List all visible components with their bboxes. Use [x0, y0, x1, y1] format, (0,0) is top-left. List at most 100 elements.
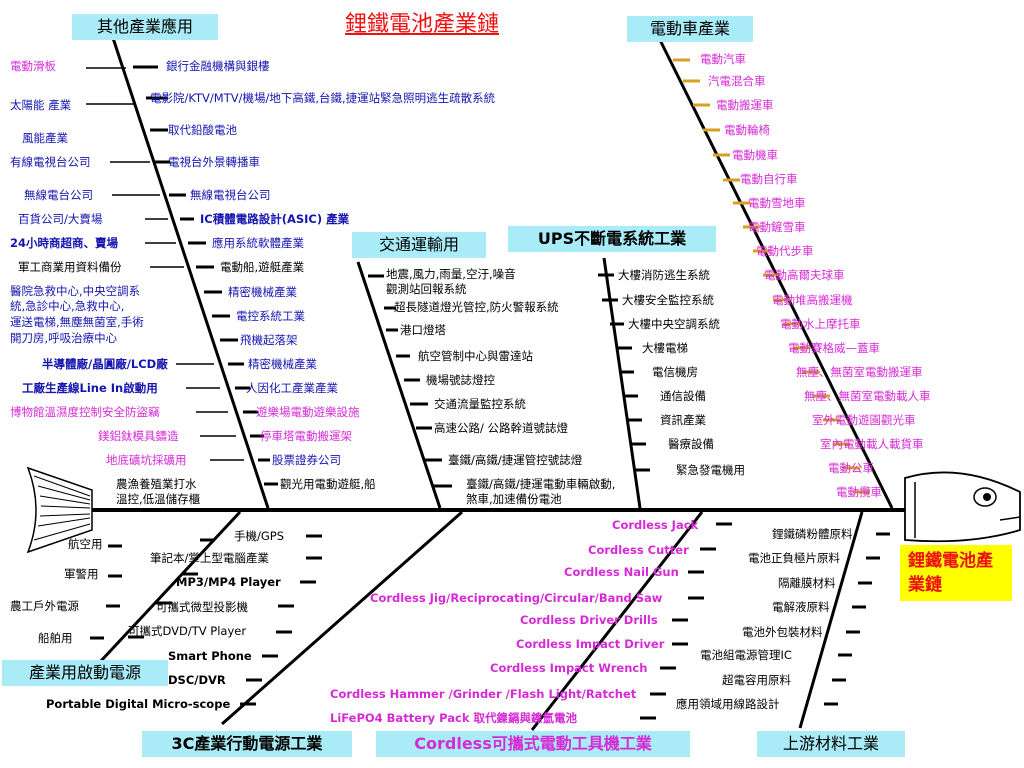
upstream-item: 電解液原料	[772, 600, 830, 614]
ev-item: 電動公車	[828, 461, 874, 475]
category-traffic: 交通運輸用	[352, 232, 486, 258]
other-item: 無線電視台公司	[190, 188, 271, 202]
traffic-item: 煞車,加速備份電池	[466, 492, 562, 506]
traffic-item: 機場號誌燈控	[426, 373, 495, 387]
3c-item: 手機/GPS	[234, 529, 285, 543]
bone-startup	[98, 510, 242, 664]
other-item: 遊樂場電動遊樂設施	[256, 405, 360, 419]
other-item: 半導體廠/晶圓廠/LCD廠	[42, 357, 168, 371]
3c-item: 可攜式DVD/TV Player	[128, 624, 247, 638]
other-item: 電動船,遊艇產業	[220, 260, 305, 274]
traffic-item: 臺鐵/高鐵/捷運電動車輛啟動,	[466, 477, 616, 491]
ups-item: 大樓電梯	[642, 341, 688, 355]
category-ups: UPS不斷電系統工業	[508, 226, 716, 252]
category-cordless: Cordless可攜式電動工具機工業	[376, 731, 690, 757]
other-item: 電動滑板	[10, 59, 56, 73]
other-item: 精密機械產業	[228, 285, 297, 299]
other-item: 醫院急救中心,中央空調系	[10, 284, 141, 298]
ev-item: 電動鏟雪車	[748, 220, 806, 234]
other-item: 無線電台公司	[24, 188, 93, 202]
other-item: 精密機械產業	[248, 357, 317, 371]
category-ev: 電動車產業	[627, 16, 753, 42]
3c-item: DSC/DVR	[168, 673, 226, 687]
ev-item: 無塵、無菌室電動搬運車	[796, 365, 923, 379]
traffic-item: 交通流量監控系統	[434, 397, 526, 411]
ev-item: 汽電混合車	[708, 74, 766, 88]
other-item: 運送電梯,無塵無菌室,手術	[10, 315, 144, 329]
category-other: 其他產業應用	[72, 14, 218, 40]
other-item: 博物館溫濕度控制安全防盜竊	[10, 405, 160, 419]
ups-item: 大樓安全監控系統	[622, 293, 714, 307]
other-item: 百貨公司/大賣場	[18, 212, 103, 226]
ev-item: 電動代步車	[756, 244, 814, 258]
ups-item: 大樓消防逃生系統	[618, 268, 710, 282]
ev-item: 電動雪地車	[748, 196, 806, 210]
diagram-title: 鋰鐵電池產業鏈	[345, 12, 500, 37]
cordless-item: LiFePO4 Battery Pack 取代鎳鎘與鎳氫電池	[330, 711, 578, 725]
other-item: 飛機起落架	[240, 333, 298, 347]
other-item: 電視台外景轉播車	[168, 155, 260, 169]
ev-item: 電動水上摩托車	[780, 317, 861, 331]
other-item: 24小時商超商、賣場	[10, 236, 119, 250]
traffic-item: 超長隧道燈光管控,防火警報系統	[394, 300, 559, 314]
cordless-item: Cordless Driver Drills	[520, 613, 658, 627]
ev-item: 無塵、無菌室電動載人車	[804, 389, 931, 403]
startup-item: 農工戶外電源	[10, 599, 79, 613]
3c-item: 筆記本/掌上型電腦產業	[150, 551, 269, 565]
cordless-item: Cordless Nail Gun	[564, 565, 679, 579]
traffic-item: 航空管制中心與雷達站	[418, 349, 533, 363]
upstream-item: 電池外包裝材料	[742, 625, 823, 639]
ev-item: 電動攬車	[836, 485, 882, 499]
ev-item: 電動賽格威—蓋車	[788, 341, 880, 355]
other-item: 人因化工產業產業	[246, 381, 338, 395]
ups-item: 電信機房	[652, 365, 698, 379]
ev-item: 電動自行車	[740, 172, 798, 186]
other-item: 地底礦坑採礦用	[106, 453, 187, 467]
cordless-item: Cordless Impact Wrench	[490, 661, 648, 675]
cordless-item: Cordless Impact Driver	[516, 637, 665, 651]
ups-item: 通信設備	[660, 389, 706, 403]
ev-item: 電動汽車	[700, 52, 746, 66]
fish-head	[904, 471, 1021, 543]
traffic-item: 高速公路/ 公路幹道號誌燈	[434, 421, 569, 435]
upstream-item: 電池組電源管理IC	[700, 648, 792, 662]
ev-item: 室外電動遊園觀光車	[812, 413, 916, 427]
other-item: 開刀房,呼吸治療中心	[10, 331, 118, 345]
ev-item: 電動高爾夫球車	[764, 268, 845, 282]
fish-head-label: 鋰鐵電池產業鏈	[900, 545, 1012, 601]
traffic-item: 地震,風力,雨量,空汙,噪音	[386, 267, 516, 281]
other-item: 溫控,低溫儲存櫃	[116, 492, 201, 506]
ev-item: 電動機車	[732, 148, 778, 162]
bone-cordless	[530, 511, 704, 731]
other-item: 股票證券公司	[272, 453, 341, 467]
ev-item: 電動堆高搬運機	[772, 293, 853, 307]
cordless-item: Cordless Hammer /Grinder /Flash Light/Ra…	[330, 687, 637, 701]
upstream-item: 應用領域用線路設計	[676, 697, 780, 711]
other-item: 統,急診中心,急救中心,	[10, 299, 125, 313]
traffic-item: 港口燈塔	[400, 323, 446, 337]
category-upstream: 上游材料工業	[757, 731, 905, 757]
cordless-item: Cordless Jig/Reciprocating/Circular/Band…	[370, 591, 663, 605]
other-item: 風能產業	[22, 131, 68, 145]
other-item: 農漁養殖業打水	[116, 477, 197, 491]
bone-traffic	[356, 261, 442, 509]
startup-item: 軍警用	[64, 567, 99, 581]
bone-upstream	[798, 511, 864, 729]
other-item: 電影院/KTV/MTV/機場/地下高鐵,台鐵,捷運站緊急照明逃生疏散系統	[150, 91, 496, 105]
other-item: 觀光用電動遊艇,船	[280, 477, 376, 491]
ups-item: 大樓中央空調系統	[628, 317, 720, 331]
3c-item: Portable Digital Micro-scope	[46, 697, 231, 711]
ups-item: 醫療設備	[668, 437, 714, 451]
other-item: 應用系統軟體產業	[212, 236, 304, 250]
other-item: 銀行金融機構與銀樓	[166, 59, 270, 73]
upstream-item: 鋰鐵磷粉體原料	[772, 527, 853, 541]
upstream-item: 隔離膜材料	[778, 576, 836, 590]
upstream-item: 超電容用原料	[722, 673, 791, 687]
cordless-item: Cordless Jack	[612, 518, 699, 532]
other-item: 有線電視台公司	[10, 155, 91, 169]
ups-item: 緊急發電機用	[676, 463, 745, 477]
ups-item: 資訊產業	[660, 413, 706, 427]
ev-item: 電動輪椅	[724, 123, 770, 137]
other-item: 停車塔電動搬運架	[260, 429, 352, 443]
